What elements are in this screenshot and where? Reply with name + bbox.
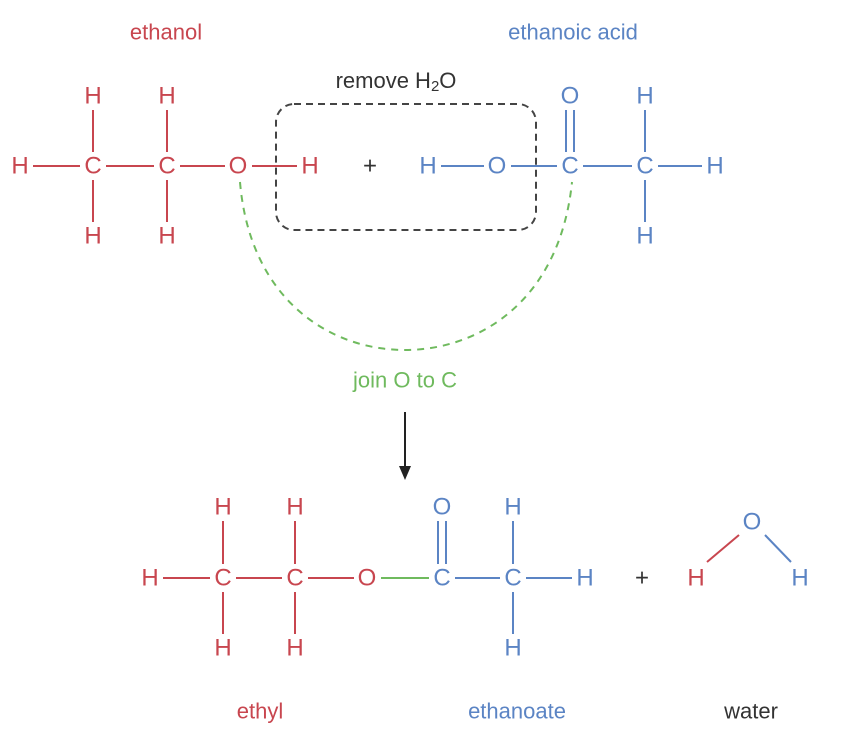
svg-text:H: H [214,635,231,662]
svg-text:H: H [84,223,101,250]
svg-text:C: C [636,153,653,180]
ethanoic-acid-label: ethanoic acid [508,20,638,45]
svg-text:H: H [636,223,653,250]
svg-text:H: H [687,565,704,592]
plus-sign-products: + [635,565,649,592]
acid-bonds [441,110,702,222]
svg-text:H: H [141,565,158,592]
svg-text:H: H [576,565,593,592]
remove-water-box [275,103,537,231]
ethanol-label: ethanol [130,20,202,45]
svg-text:H: H [636,83,653,110]
svg-text:C: C [433,565,450,592]
svg-text:O: O [433,494,452,521]
water-label: water [723,699,778,724]
svg-text:H: H [158,83,175,110]
svg-text:C: C [504,565,521,592]
svg-text:O: O [561,83,580,110]
join-label: join O to C [352,368,457,393]
svg-text:H: H [706,153,723,180]
svg-text:C: C [561,153,578,180]
svg-text:H: H [504,494,521,521]
svg-text:O: O [488,153,507,180]
ethanoic-acid-molecule: H O C C H O H H [419,83,723,250]
svg-text:H: H [214,494,231,521]
svg-text:H: H [286,635,303,662]
svg-text:H: H [791,565,808,592]
ethyl-label: ethyl [237,699,283,724]
svg-text:O: O [229,153,248,180]
svg-text:C: C [158,153,175,180]
arrow-head-icon [399,466,411,480]
svg-text:H: H [158,223,175,250]
plus-sign: + [363,153,377,180]
svg-text:H: H [286,494,303,521]
svg-text:H: H [419,153,436,180]
water-molecule: O H H [687,509,808,592]
svg-text:C: C [214,565,231,592]
ethanol-bonds [33,110,297,222]
svg-text:C: C [84,153,101,180]
ethanol-molecule: H C C O H H H H H [11,83,318,250]
ethanoate-label: ethanoate [468,699,566,724]
ethyl-ethanoate-molecule: H C C O H H H H C C H O H H [141,494,593,662]
remove-water-label: remove H2O [336,68,457,95]
svg-text:H: H [11,153,28,180]
svg-text:C: C [286,565,303,592]
svg-text:H: H [504,635,521,662]
svg-text:O: O [743,509,762,536]
svg-text:O: O [358,565,377,592]
join-arc [239,181,573,352]
svg-text:H: H [301,153,318,180]
ester-bonds [163,521,572,634]
svg-text:H: H [84,83,101,110]
